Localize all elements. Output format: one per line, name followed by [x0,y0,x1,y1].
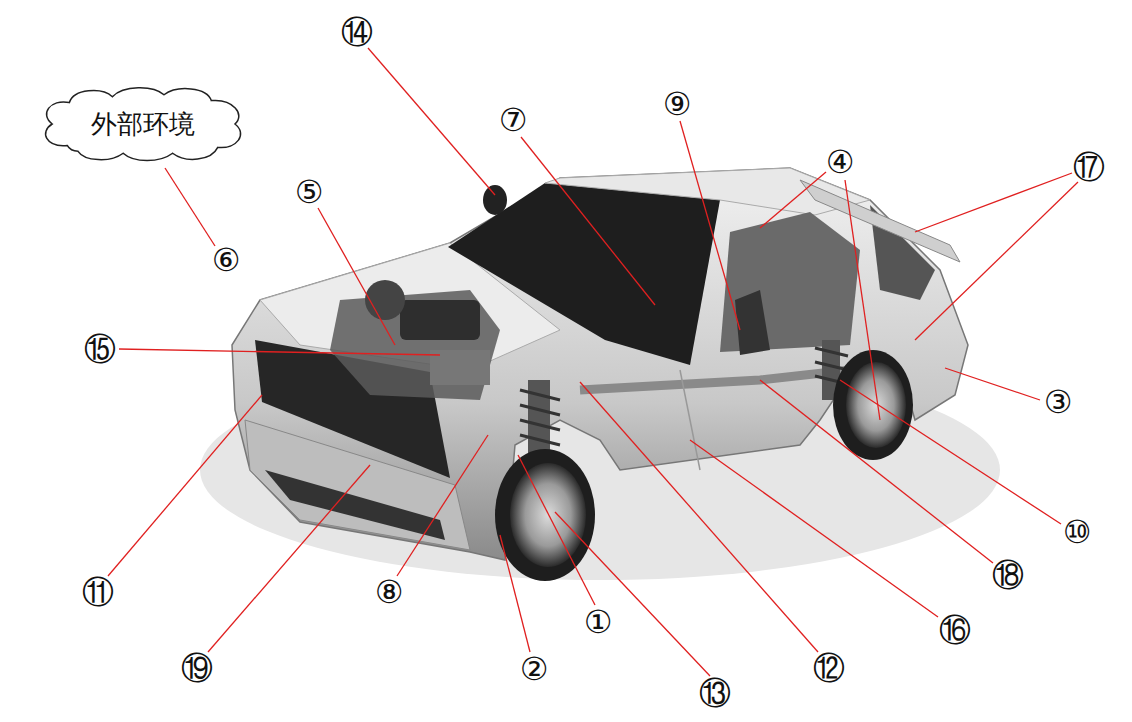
callout-number: ⑧ [375,576,404,608]
callout-number: ② [520,653,549,685]
callout-number: ⑲ [181,652,213,684]
callout-number: ⑥ [212,244,241,276]
callout-number: ① [584,606,613,638]
callout-number: ⑨ [663,88,692,120]
callout-number: ⑦ [499,104,528,136]
callout-number: ⑰ [1073,151,1105,183]
callout-number: ⑬ [699,677,731,709]
cloud-shape: 外部环境 [35,85,250,163]
callout-number: ⑯ [939,614,971,646]
callout-number: ⑪ [82,576,114,608]
callout-number: ⑩ [1063,516,1092,548]
callout-number: ⑭ [341,16,373,48]
cloud-label: 外部环境 [91,107,195,142]
callout-number: ⑮ [84,333,116,365]
callout-number: ④ [826,146,855,178]
callout-number: ③ [1044,386,1073,418]
callout-number: ⑤ [295,176,324,208]
callout-number: ⑱ [992,559,1024,591]
leader-lines [108,48,1078,676]
callout-number: ⑫ [813,652,845,684]
